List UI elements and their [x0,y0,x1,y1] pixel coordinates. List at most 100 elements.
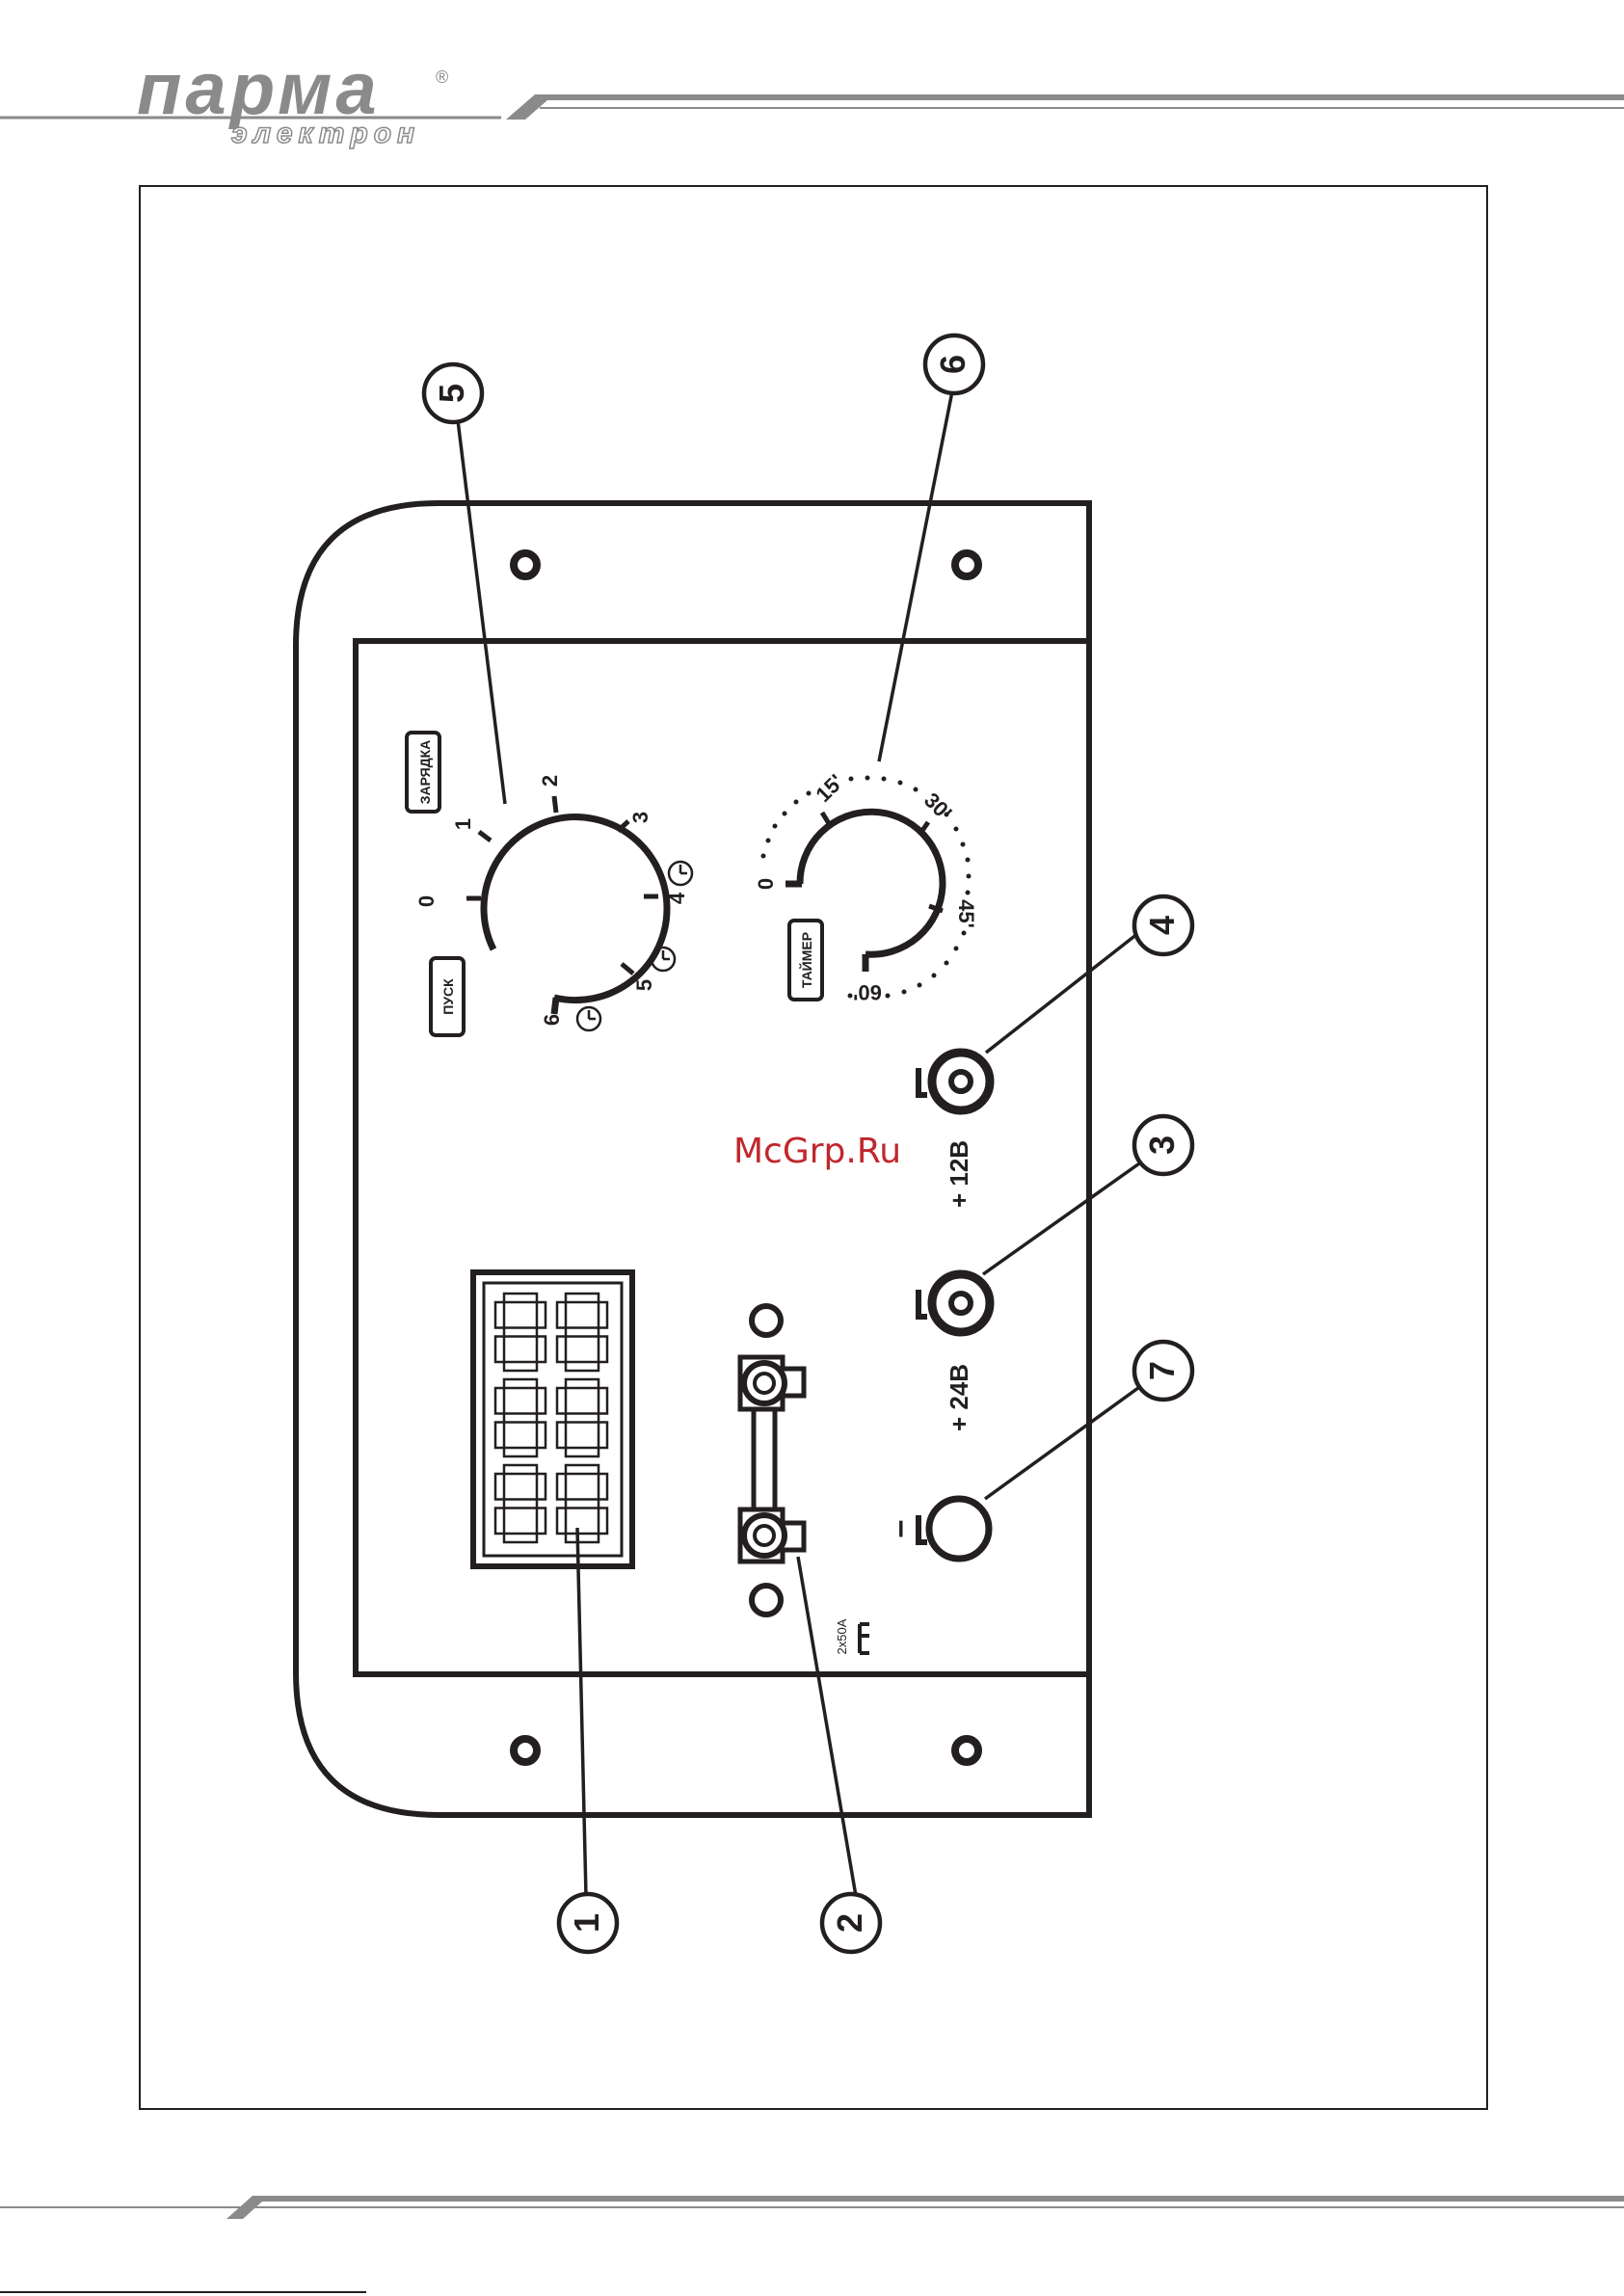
display-segment [566,1379,599,1388]
timer-mark-60: 60' [853,980,882,1004]
terminal-labels: + 12В + 24В – [881,1140,973,1538]
clock-icon [577,1007,600,1030]
brand-header: парма ® электрон [0,48,1624,149]
display-digit [557,1379,607,1456]
callout-7-label: 7 [1142,1361,1182,1380]
display-segment [504,1362,537,1371]
display-segment [599,1337,607,1363]
terminal-negative-label: – [881,1520,918,1538]
callout-7: 7 [1134,1342,1192,1400]
display-digits [495,1294,607,1542]
callout-3-label: 3 [1142,1135,1182,1155]
callout-3: 3 [1134,1116,1192,1174]
terminal-12v [918,1053,990,1110]
display-segment [537,1423,546,1449]
callout-2: 2 [822,1894,880,1952]
display-segment [537,1337,546,1363]
display-segment [504,1328,537,1337]
callout-1-label: 1 [567,1913,606,1933]
callout-4-label: 4 [1142,916,1182,935]
display-digit [495,1379,546,1456]
screw-icon [955,553,978,576]
display-segment [537,1474,546,1500]
screw-icon [514,1739,537,1762]
display-segment [599,1423,607,1449]
display-segment [557,1423,566,1449]
callout-5: 5 [424,364,482,422]
display-segment [557,1388,566,1414]
fuse-screw-icon [752,1306,781,1335]
callout-5-label: 5 [432,384,471,403]
display-segment [566,1294,599,1302]
screw-icon [955,1739,978,1762]
mode-mark-5: 5 [632,979,656,991]
display-segment [504,1448,537,1456]
display-segment [495,1302,504,1328]
timer-mark-30: 30' [919,788,957,825]
display-segment [504,1414,537,1423]
fuse-rating: 2х50А [835,1618,849,1654]
display-segment [495,1474,504,1500]
fuse-link [754,1409,775,1509]
callout-1: 1 [559,1894,617,1952]
mode-mark-1: 1 [451,818,475,830]
mode-mark-4: 4 [665,892,689,904]
page-footer [0,2196,1624,2292]
timer-mark-45: 45' [954,899,978,928]
display-segment [599,1302,607,1328]
display-segment [566,1362,599,1371]
display-segment [495,1423,504,1449]
brand-subtitle: электрон [231,118,420,149]
display-segment [504,1465,537,1474]
callout-6: 6 [925,335,983,393]
terminal-24v-label: + 24В [945,1364,973,1431]
callout-6-label: 6 [933,355,972,374]
callout-2-label: 2 [830,1913,869,1933]
display-segment [599,1474,607,1500]
fuse-symbol [860,1624,869,1653]
mode-dial-arc [484,817,667,1001]
seven-segment-display [473,1272,632,1566]
clock-icons [577,862,692,1030]
timer-tag: ТАЙМЕР [789,921,822,1000]
display-digit [557,1465,607,1542]
display-segment [566,1448,599,1456]
display-digit [557,1294,607,1371]
display-digit [495,1465,546,1542]
display-segment [566,1534,599,1542]
timer-mark-15: 15' [811,769,848,807]
mode-tag-charge: ЗАРЯДКА [407,733,439,812]
display-segment [557,1474,566,1500]
terminal-negative [918,1499,989,1559]
display-segment [566,1500,599,1508]
timer-dial-ticks [822,813,943,911]
fuse-screw-icon [752,1586,781,1615]
display-segment [495,1388,504,1414]
display-segment [557,1337,566,1363]
display-segment [599,1508,607,1535]
display-segment [537,1302,546,1328]
mode-tag-charge-label: ЗАРЯДКА [417,740,433,805]
mode-mark-6: 6 [540,1014,564,1026]
display-digit [495,1294,546,1371]
timer-tag-label: ТАЙМЕР [798,932,814,988]
panel-inner-face [356,641,1089,1674]
mode-mark-0: 0 [414,895,439,907]
display-segment [557,1508,566,1535]
display-segment [504,1534,537,1542]
callout-4: 4 [1134,896,1192,954]
display-segment [566,1465,599,1474]
display-segment [537,1388,546,1414]
display-segment [504,1379,537,1388]
mode-tag-start: ПУСК [431,958,464,1035]
display-segment [504,1294,537,1302]
screw-icon [514,553,537,576]
display-segment [495,1508,504,1535]
terminal-12v-label: + 12В [945,1140,973,1208]
display-segment [495,1337,504,1363]
brand-registered-mark: ® [436,67,448,87]
display-segment [599,1388,607,1414]
mode-mark-3: 3 [628,812,652,823]
mode-tag-start-label: ПУСК [440,978,456,1015]
